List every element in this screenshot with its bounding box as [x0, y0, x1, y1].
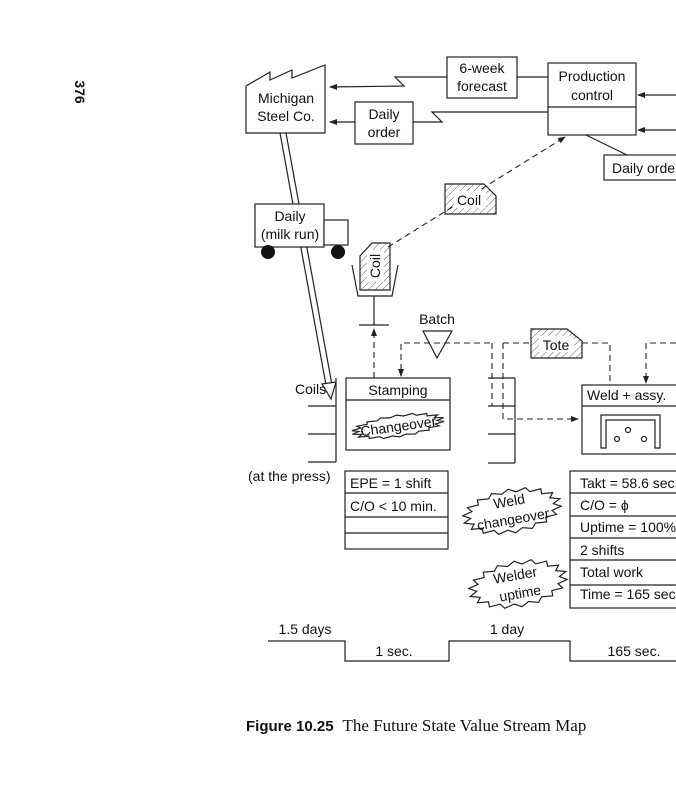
supplier-name-line1: Michigan [258, 90, 314, 106]
tote-dash-right [582, 342, 611, 385]
lead-time-coils: 1.5 days [279, 621, 332, 637]
daily-order-line2: order [368, 124, 401, 140]
forecast-line1: 6-week [459, 60, 505, 76]
forecast-box: 6-week forecast [446, 56, 518, 99]
weld-signal-line [643, 342, 676, 384]
forecast-line2: forecast [457, 78, 507, 94]
figure-title: The Future State Value Stream Map [343, 716, 587, 735]
daily-order-right-label: Daily order [612, 160, 676, 176]
truck-line1: Daily [274, 208, 305, 224]
supplier-factory: Michigan Steel Co. [245, 64, 326, 134]
coil-kanban-card: Coil [444, 183, 497, 215]
page-number: 376 [72, 80, 88, 104]
welder-uptime-burst: Welder uptime [467, 558, 569, 610]
truck-icon: Daily (milk run) [254, 203, 349, 259]
batch-label: Batch [419, 311, 455, 327]
signal-to-stamping-line [398, 342, 490, 377]
weld-changeover-burst: Weld changeover [461, 486, 563, 536]
daily-order-right-leader [585, 134, 628, 156]
weld-title: Weld + assy. [587, 387, 666, 403]
weld-takt: Takt = 58.6 sec. [580, 475, 676, 491]
weld-work-time: Time = 165 sec. [580, 586, 676, 602]
changeover-kaizen-burst [351, 412, 445, 440]
coils-note: (at the press) [248, 468, 330, 484]
lead-time-supermarket: 1 day [490, 621, 524, 637]
coil-kanban-vertical-label: Coil [367, 254, 383, 278]
weld-fixture-icon [600, 414, 661, 449]
process-time-stamping: 1 sec. [375, 643, 412, 659]
weld-changeover-line2: changeover [476, 505, 551, 534]
production-control-box: Production control [547, 62, 637, 136]
tote-kanban-card: Tote [530, 328, 583, 359]
figure-caption: Figure 10.25 The Future State Value Strea… [246, 716, 586, 735]
stamping-epe: EPE = 1 shift [350, 475, 431, 491]
stamping-data-box: EPE = 1 shift C/O < 10 min. [344, 470, 449, 550]
weld-changeover: C/O = ϕ [580, 497, 629, 513]
tote-kanban-label: Tote [543, 337, 570, 353]
production-control-line2: control [571, 87, 613, 103]
weld-uptime: Uptime = 100% [580, 519, 676, 535]
weld-total-work: Total work [580, 564, 644, 580]
process-time-weld: 165 sec. [608, 643, 661, 659]
coils-label: Coils [295, 381, 326, 397]
daily-order-box: Daily order [354, 101, 414, 145]
daily-order-info-line [413, 111, 548, 123]
welder-uptime-line1: Welder [492, 563, 539, 586]
truck-line2: (milk run) [261, 226, 319, 242]
forecast-info-arrow [329, 76, 447, 90]
daily-order-right-box: Daily order [603, 154, 676, 181]
shipment-arrow [279, 132, 337, 401]
weld-shifts: 2 shifts [580, 542, 624, 558]
weld-changeover-line1: Weld [492, 490, 526, 511]
stamping-changeover-time: C/O < 10 min. [350, 498, 437, 514]
weld-data-box: Takt = 58.6 sec. C/O = ϕ Uptime = 100% 2… [569, 470, 676, 609]
stamping-process-box: Stamping Changeover [345, 377, 451, 451]
supplier-name-line2: Steel Co. [257, 108, 315, 124]
figure-label: Figure 10.25 [246, 718, 334, 735]
daily-order-line1: Daily [368, 106, 399, 122]
stamping-title: Stamping [368, 382, 427, 398]
welder-uptime-line2: uptime [498, 582, 542, 605]
production-control-line1: Production [559, 68, 626, 84]
timeline-ladder [268, 640, 676, 662]
weld-process-box: Weld + assy. [581, 384, 676, 455]
batch-triangle-icon [422, 330, 454, 360]
withdrawal-to-weld-line [502, 343, 579, 422]
stamping-supermarket [488, 377, 516, 464]
coils-supermarket: Coils [295, 378, 337, 463]
kanban-post: Coil [351, 242, 399, 326]
coil-kanban-label: Coil [457, 192, 481, 208]
